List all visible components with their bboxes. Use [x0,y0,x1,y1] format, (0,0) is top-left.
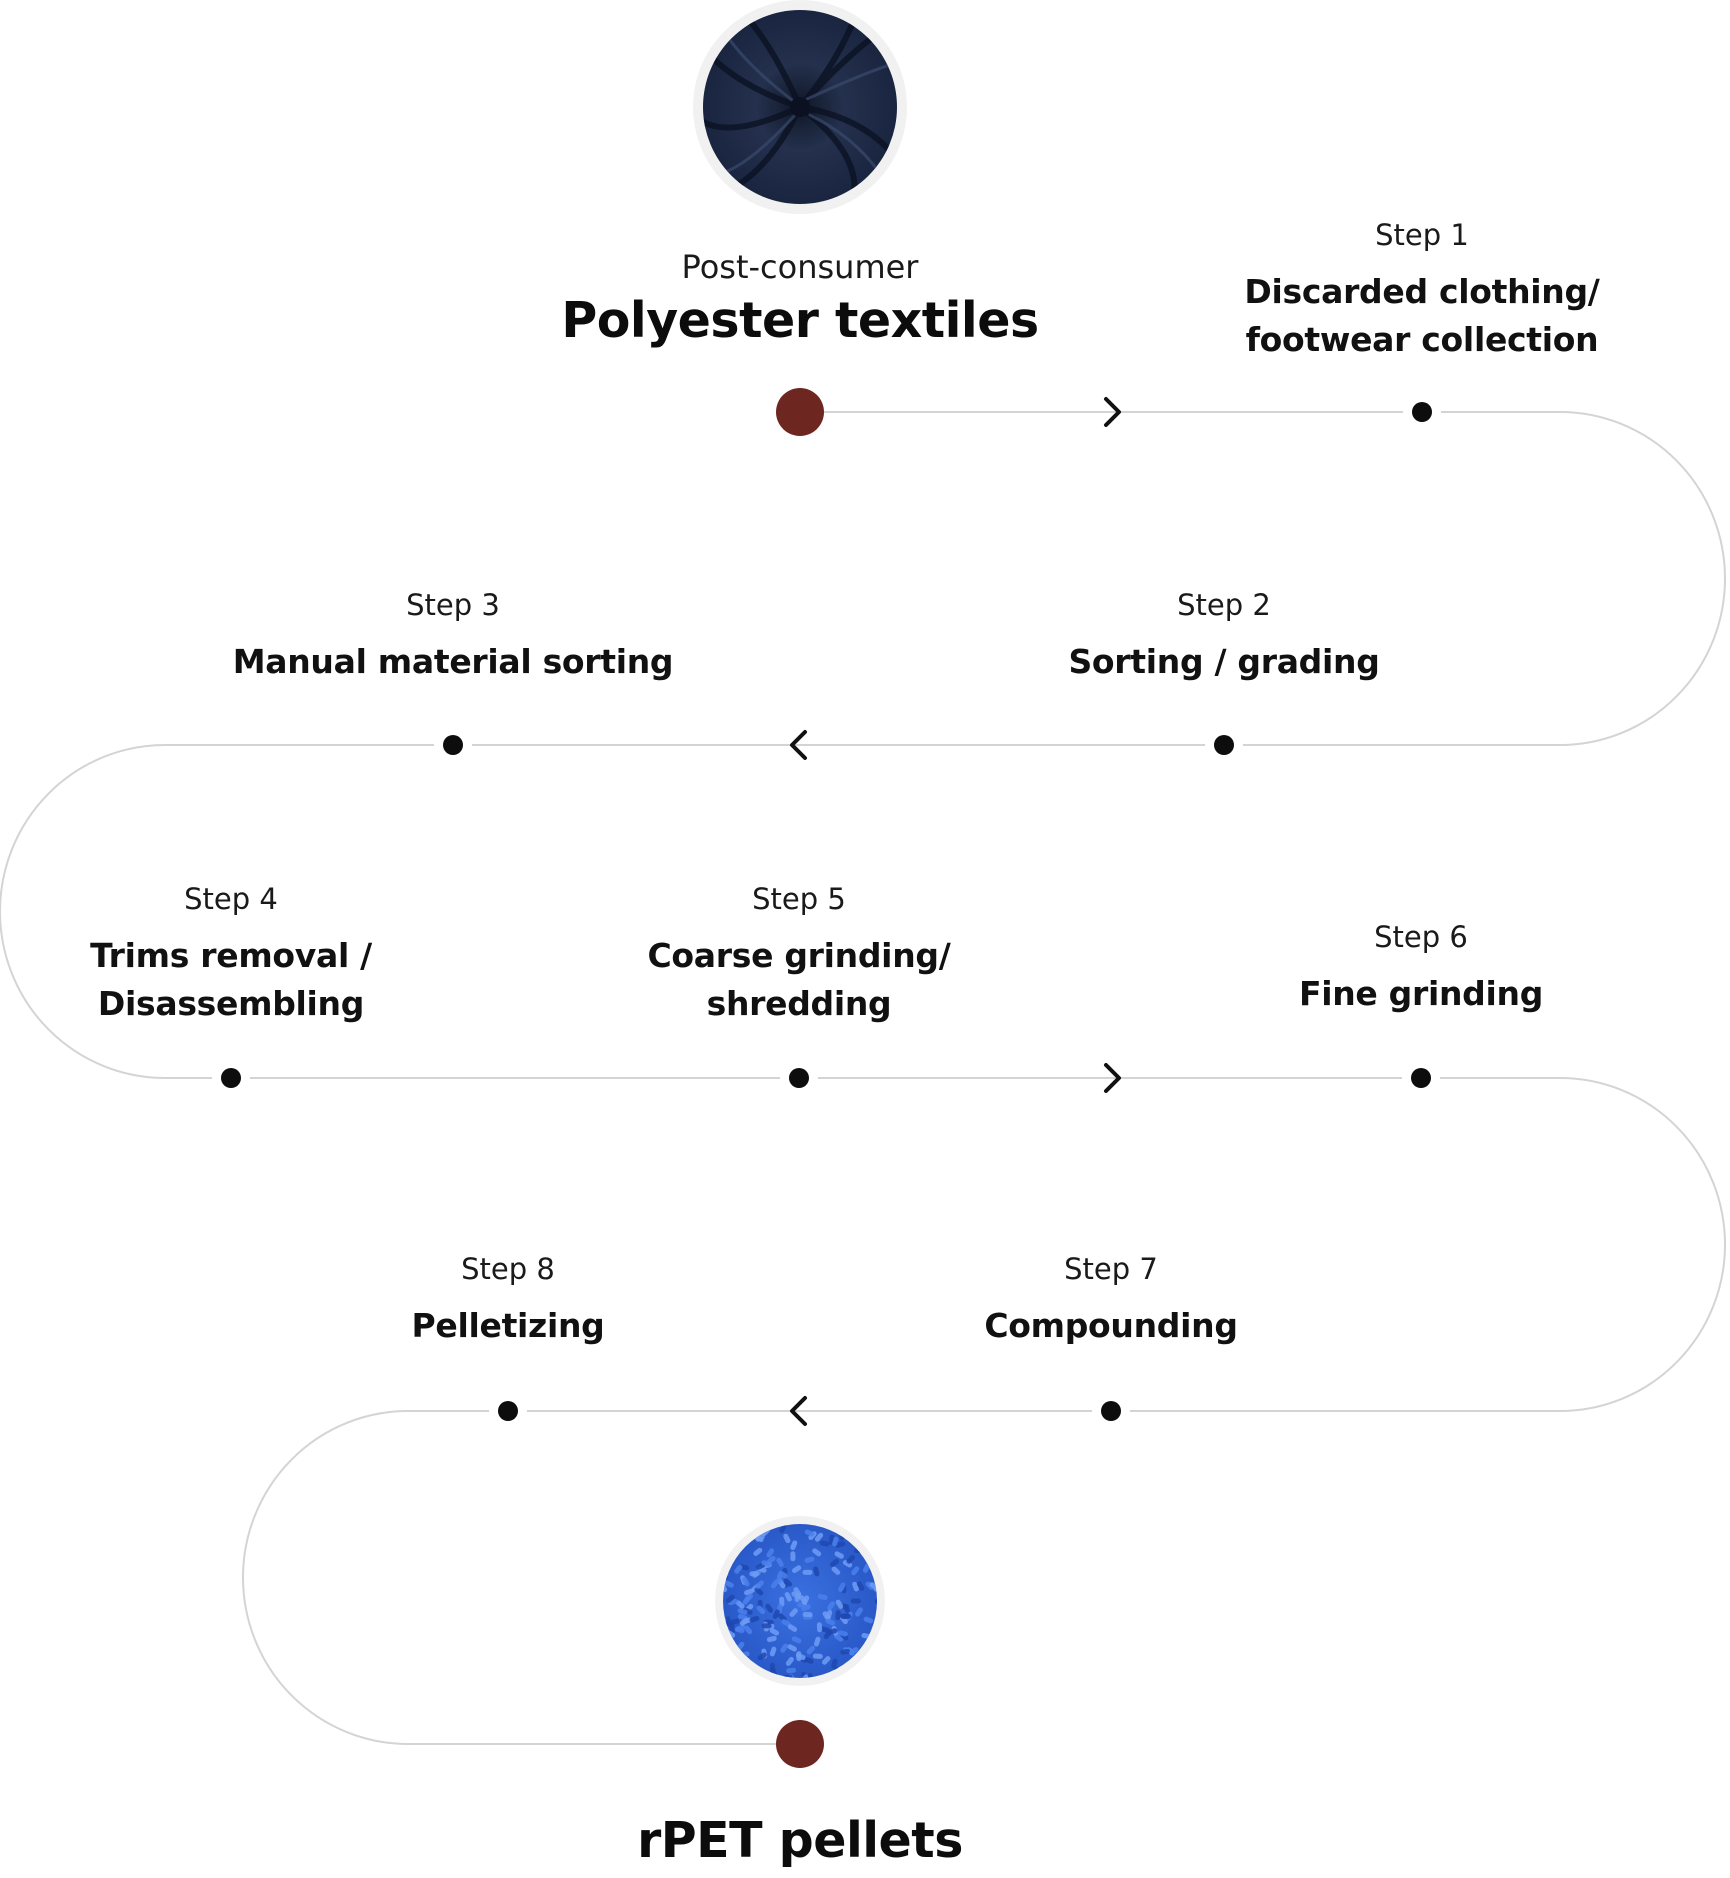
step-4-label: Step 4 [184,882,278,916]
step-node-3 [434,726,472,764]
step-8-title: Pelletizing [411,1306,605,1345]
step-node-1 [1403,393,1441,431]
chevron-left-icon [790,730,807,760]
end-title: rPET pellets [637,1812,963,1869]
step-4-title: Trims removal /Disassembling [90,936,372,1023]
pellets-image [715,1516,885,1686]
step-1-title: Discarded clothing/footwear collection [1244,272,1600,359]
step-3-label: Step 3 [406,588,500,622]
step-2-label: Step 2 [1177,588,1271,622]
step-7-title: Compounding [984,1306,1238,1345]
end-endpoint [776,1720,824,1768]
step-7-label: Step 7 [1064,1252,1158,1286]
step-node-5 [780,1059,818,1097]
chevron-left-icon [790,1396,807,1426]
start-title: Polyester textiles [561,292,1039,349]
step-1-label: Step 1 [1375,218,1469,252]
step-6-label: Step 6 [1374,920,1468,954]
step-node-2 [1205,726,1243,764]
step-8-label: Step 8 [461,1252,555,1286]
step-node-6 [1402,1059,1440,1097]
step-node-8 [489,1392,527,1430]
step-node-7 [1092,1392,1130,1430]
fabric-image [693,0,907,214]
start-caption: Post-consumer [681,248,919,286]
step-5-label: Step 5 [752,882,846,916]
flow-path [0,411,1726,1745]
start-endpoint [776,388,824,436]
step-3-title: Manual material sorting [232,642,674,681]
step-2-title: Sorting / grading [1068,642,1380,681]
chevron-right-icon [1104,1063,1121,1093]
step-5-title: Coarse grinding/shredding [647,936,951,1023]
chevron-right-icon [1104,397,1121,427]
step-node-4 [212,1059,250,1097]
step-6-title: Fine grinding [1298,974,1544,1013]
